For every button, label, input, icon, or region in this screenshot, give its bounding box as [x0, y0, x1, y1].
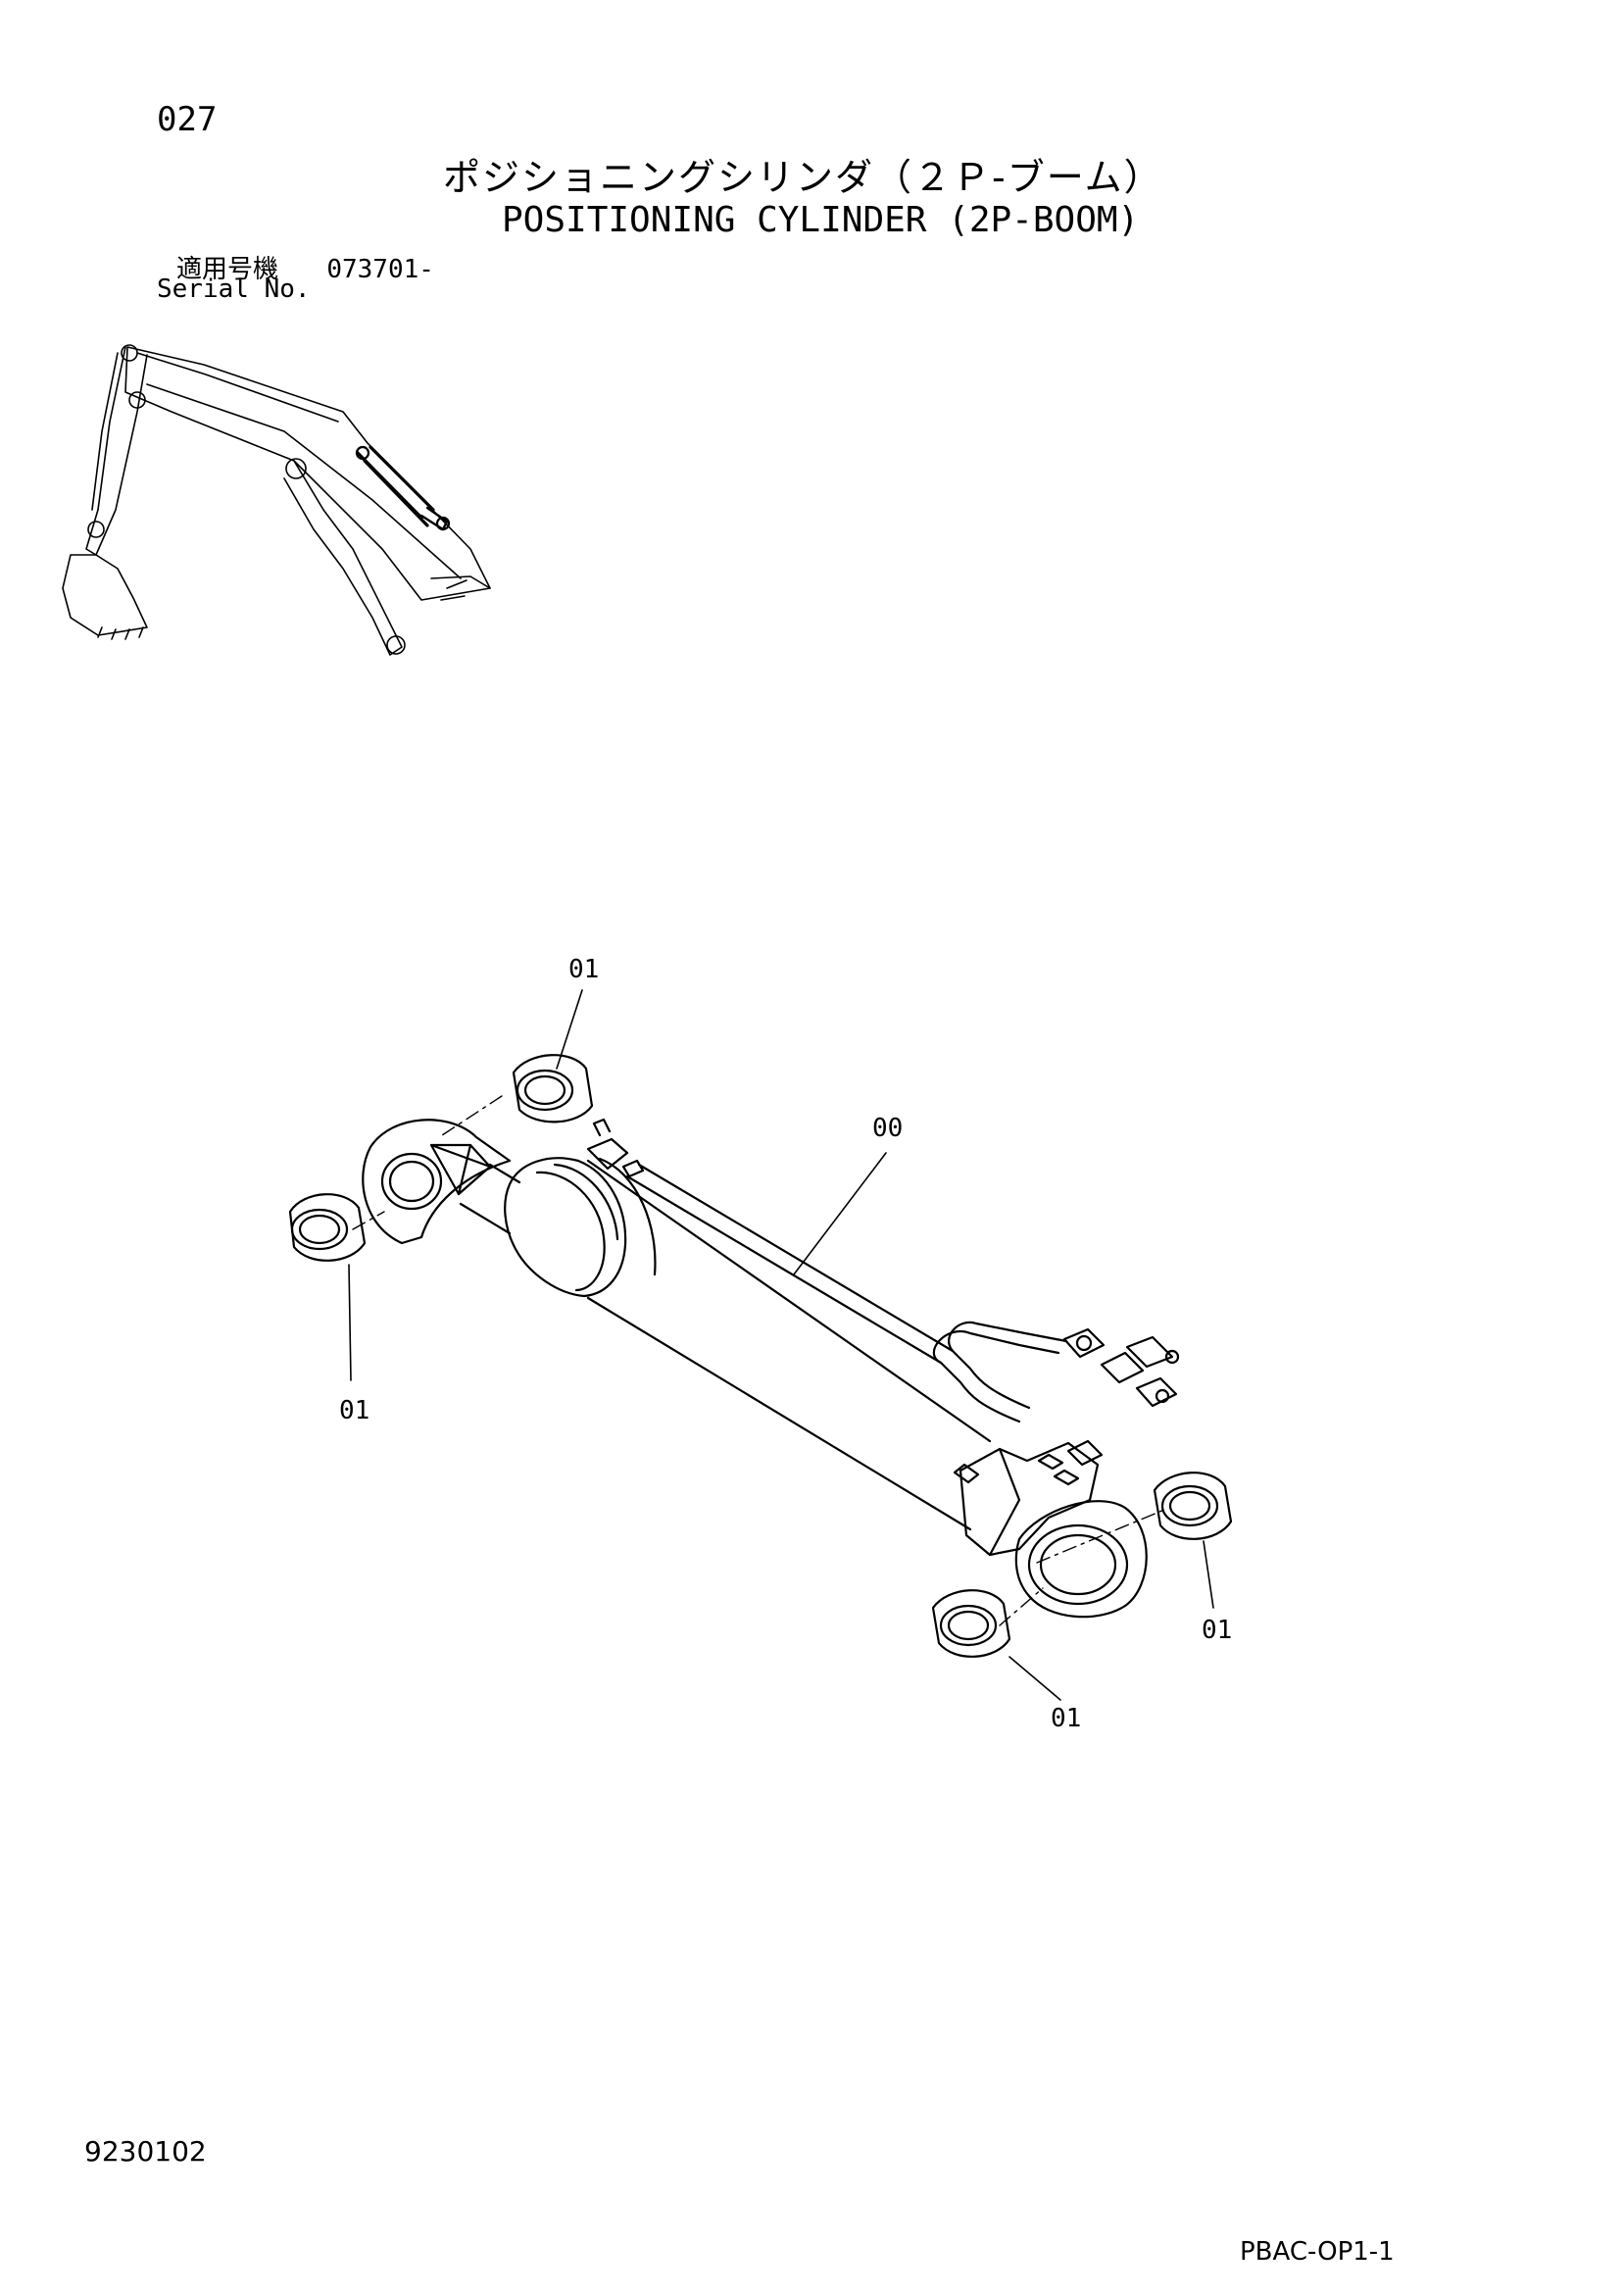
page-number: 027: [157, 100, 218, 139]
title-english: POSITIONING CYLINDER (2P-BOOM): [502, 200, 1140, 240]
bushing-bottom: [931, 1589, 1011, 1658]
excavator-locator-drawing: [62, 344, 491, 656]
title-japanese: ポジショニングシリンダ（２Ｐ-ブーム）: [443, 156, 1163, 199]
serial-label-english: Serial No.: [157, 275, 311, 304]
callout-bushing-right: 01: [1202, 1616, 1233, 1645]
bushing-top: [512, 1054, 594, 1123]
bushing-right: [1153, 1472, 1233, 1540]
serial-label-japanese: 適用号機: [176, 255, 279, 284]
serial-value: 073701-: [326, 255, 434, 284]
bushing-left: [288, 1193, 367, 1262]
callout-bushing-top: 01: [568, 955, 600, 984]
callout-cylinder-assembly: 00: [872, 1114, 904, 1143]
document-number: 9230102: [84, 2135, 207, 2168]
cylinder-assembly-drawing: [288, 989, 1233, 1701]
sheet-code: PBAC-OP1-1: [1240, 2237, 1395, 2267]
serial-row-japanese: 適用号機 073701-: [176, 249, 434, 285]
callout-bushing-bottom: 01: [1051, 1704, 1082, 1733]
callout-bushing-left: 01: [339, 1396, 370, 1425]
